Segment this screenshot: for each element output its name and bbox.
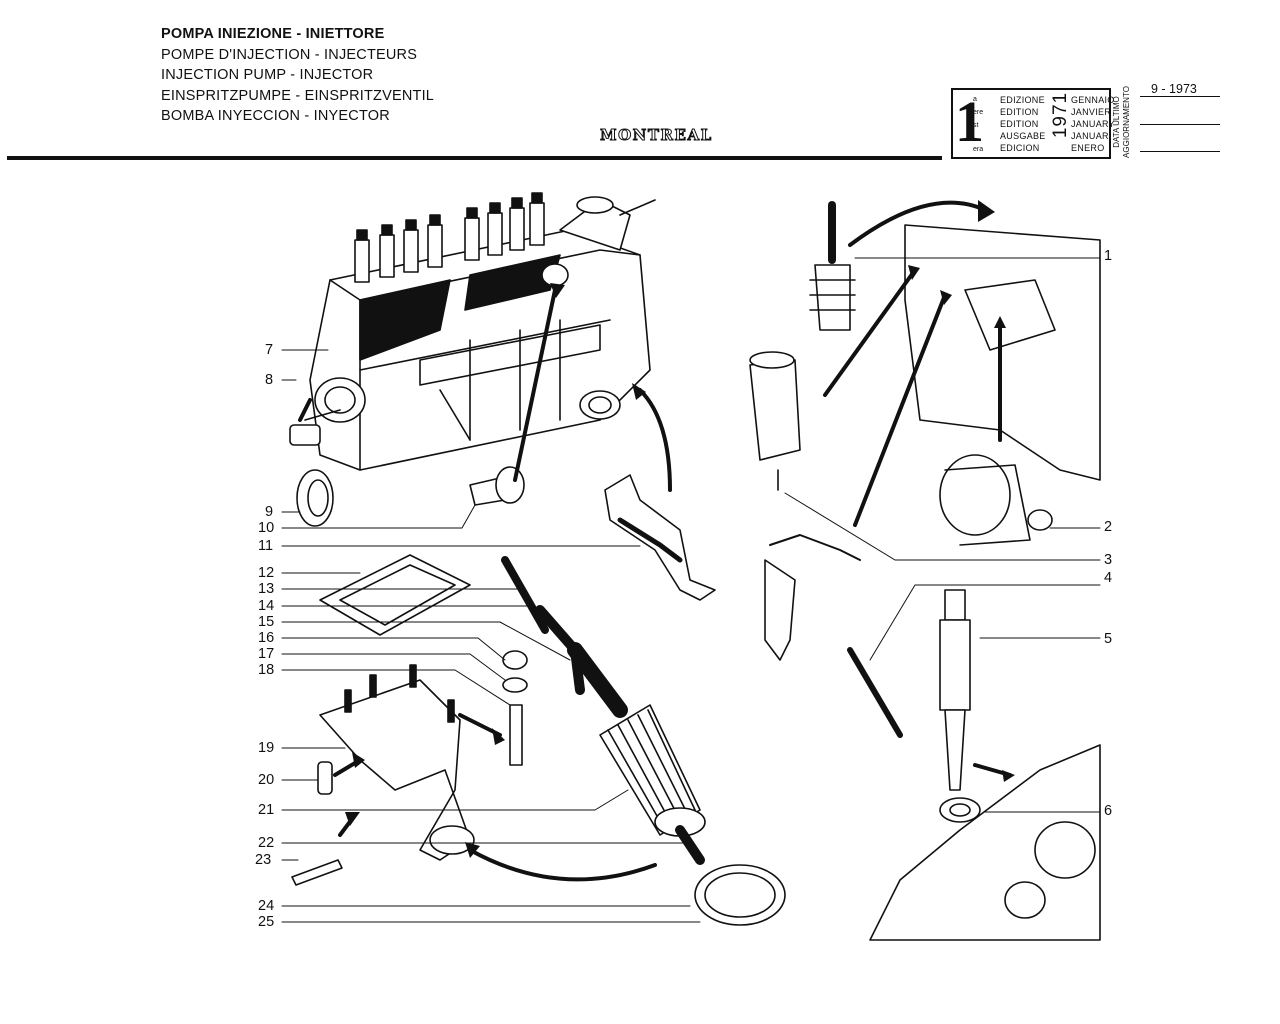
callout-16: 16 <box>258 630 275 646</box>
callout-13: 13 <box>258 581 275 597</box>
edition-sup: ere <box>973 109 984 116</box>
leader-lines-right <box>784 257 1101 813</box>
callout-25: 25 <box>258 914 275 930</box>
leader-lines-left <box>281 349 701 923</box>
callout-7: 7 <box>265 342 274 358</box>
edition-sup: st <box>973 122 979 129</box>
callout-5: 5 <box>1104 631 1113 647</box>
callout-8: 8 <box>265 372 274 388</box>
update-line <box>1140 124 1220 125</box>
callout-14: 14 <box>258 598 275 614</box>
title-de: EINSPRITZPUMPE - EINSPRITZVENTIL <box>161 87 435 104</box>
edition-label: EDIZIONE <box>1000 95 1045 105</box>
edition-label: EDITION <box>1000 119 1039 129</box>
brand-logo: MONTREAL <box>600 126 713 145</box>
edition-month: GENNAIO <box>1071 95 1115 105</box>
callout-23: 23 <box>255 852 272 868</box>
callout-19: 19 <box>258 740 275 756</box>
callout-18: 18 <box>258 662 275 678</box>
edition-number: 1 <box>955 89 984 154</box>
callout-10: 10 <box>258 520 275 536</box>
edition-month: JANVIER <box>1071 107 1112 117</box>
injection-pump-drawing <box>289 192 656 471</box>
callout-12: 12 <box>258 565 275 581</box>
header-rule <box>7 156 942 160</box>
update-value: 9 - 1973 <box>1151 82 1197 96</box>
edition-sup: . <box>973 133 975 140</box>
callout-24: 24 <box>258 898 275 914</box>
edition-label: EDICION <box>1000 143 1040 153</box>
callout-2: 2 <box>1104 519 1113 535</box>
title-block: POMPA INIEZIONE - INIETTORE POMPE D'INJE… <box>161 24 434 127</box>
title-es: BOMBA INYECCION - INYECTOR <box>161 108 390 124</box>
update-line <box>1140 96 1220 97</box>
update-line <box>1140 151 1220 152</box>
callout-3: 3 <box>1104 552 1113 568</box>
edition-box <box>951 88 1111 159</box>
edition-label: AUSGABE <box>1000 131 1046 141</box>
title-it: POMPA INIEZIONE - INIETTORE <box>161 26 385 42</box>
callout-1: 1 <box>1104 248 1113 264</box>
callout-22: 22 <box>258 835 275 851</box>
edition-sup: a <box>973 96 977 103</box>
title-en: INJECTION PUMP - INJECTOR <box>161 67 374 83</box>
edition-month: JANUAR <box>1071 131 1109 141</box>
callout-4: 4 <box>1104 570 1113 586</box>
edition-sup: era <box>973 146 984 153</box>
edition-label: EDITION <box>1000 107 1039 117</box>
callout-15: 15 <box>258 614 275 630</box>
edition-month: JANUARY <box>1071 119 1115 129</box>
callout-11: 11 <box>258 538 274 554</box>
callout-17: 17 <box>258 646 275 662</box>
edition-month: ENERO <box>1071 143 1105 153</box>
callout-20: 20 <box>258 772 275 788</box>
callout-6: 6 <box>1104 803 1113 819</box>
title-fr: POMPE D'INJECTION - INJECTEURS <box>161 46 418 63</box>
callout-9: 9 <box>265 504 274 520</box>
callout-21: 21 <box>258 802 275 818</box>
